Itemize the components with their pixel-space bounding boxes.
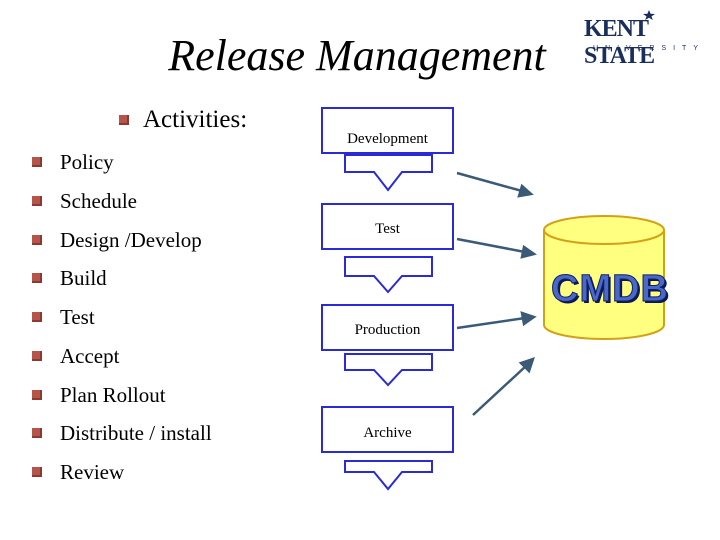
- activity-design-develop: Design /Develop: [60, 228, 202, 252]
- bullet: [32, 351, 42, 361]
- bullet: [32, 273, 42, 283]
- bullet: [32, 157, 42, 167]
- logo-main-text: KENT STATE: [584, 16, 655, 69]
- arrowhead-icon: [518, 357, 535, 374]
- down-arrow-icon: [344, 256, 433, 294]
- activities-heading: Activities:: [143, 106, 248, 133]
- cmdb-label: CMDB: [551, 268, 669, 311]
- down-arrow-icon: [344, 353, 433, 387]
- down-arrow-icon: [344, 460, 433, 491]
- arrowhead-icon: [520, 244, 537, 259]
- star-icon: [643, 10, 655, 20]
- heading-bullet: [119, 115, 129, 125]
- slide-title: Release Management: [168, 31, 546, 80]
- activity-policy: Policy: [60, 150, 114, 174]
- connector-arrow: [456, 171, 523, 193]
- activity-build: Build: [60, 266, 107, 290]
- connector-arrow: [456, 316, 526, 330]
- bullet: [32, 235, 42, 245]
- activity-plan-rollout: Plan Rollout: [60, 383, 166, 407]
- connector-arrow: [472, 365, 527, 416]
- connector-arrow: [456, 237, 526, 254]
- cmdb-cylinder: [543, 215, 665, 340]
- activity-distribute-install: Distribute / install: [60, 421, 212, 445]
- bullet: [32, 390, 42, 400]
- activity-accept: Accept: [60, 344, 120, 368]
- bullet: [32, 428, 42, 438]
- activity-schedule: Schedule: [60, 189, 137, 213]
- arrowhead-icon: [520, 311, 537, 327]
- stage-development: Development: [321, 107, 454, 154]
- kent-state-logo: KENT STATE UNIVERSITY: [580, 10, 706, 69]
- stage-test: Test: [321, 203, 454, 250]
- stage-production: Production: [321, 304, 454, 351]
- bullet: [32, 196, 42, 206]
- logo-sub-text: UNIVERSITY: [593, 45, 706, 52]
- stage-archive: Archive: [321, 406, 454, 453]
- activity-review: Review: [60, 460, 125, 484]
- arrowhead-icon: [517, 183, 534, 198]
- bullet: [32, 467, 42, 477]
- activity-test: Test: [60, 305, 95, 329]
- down-arrow-icon: [344, 154, 433, 192]
- bullet: [32, 312, 42, 322]
